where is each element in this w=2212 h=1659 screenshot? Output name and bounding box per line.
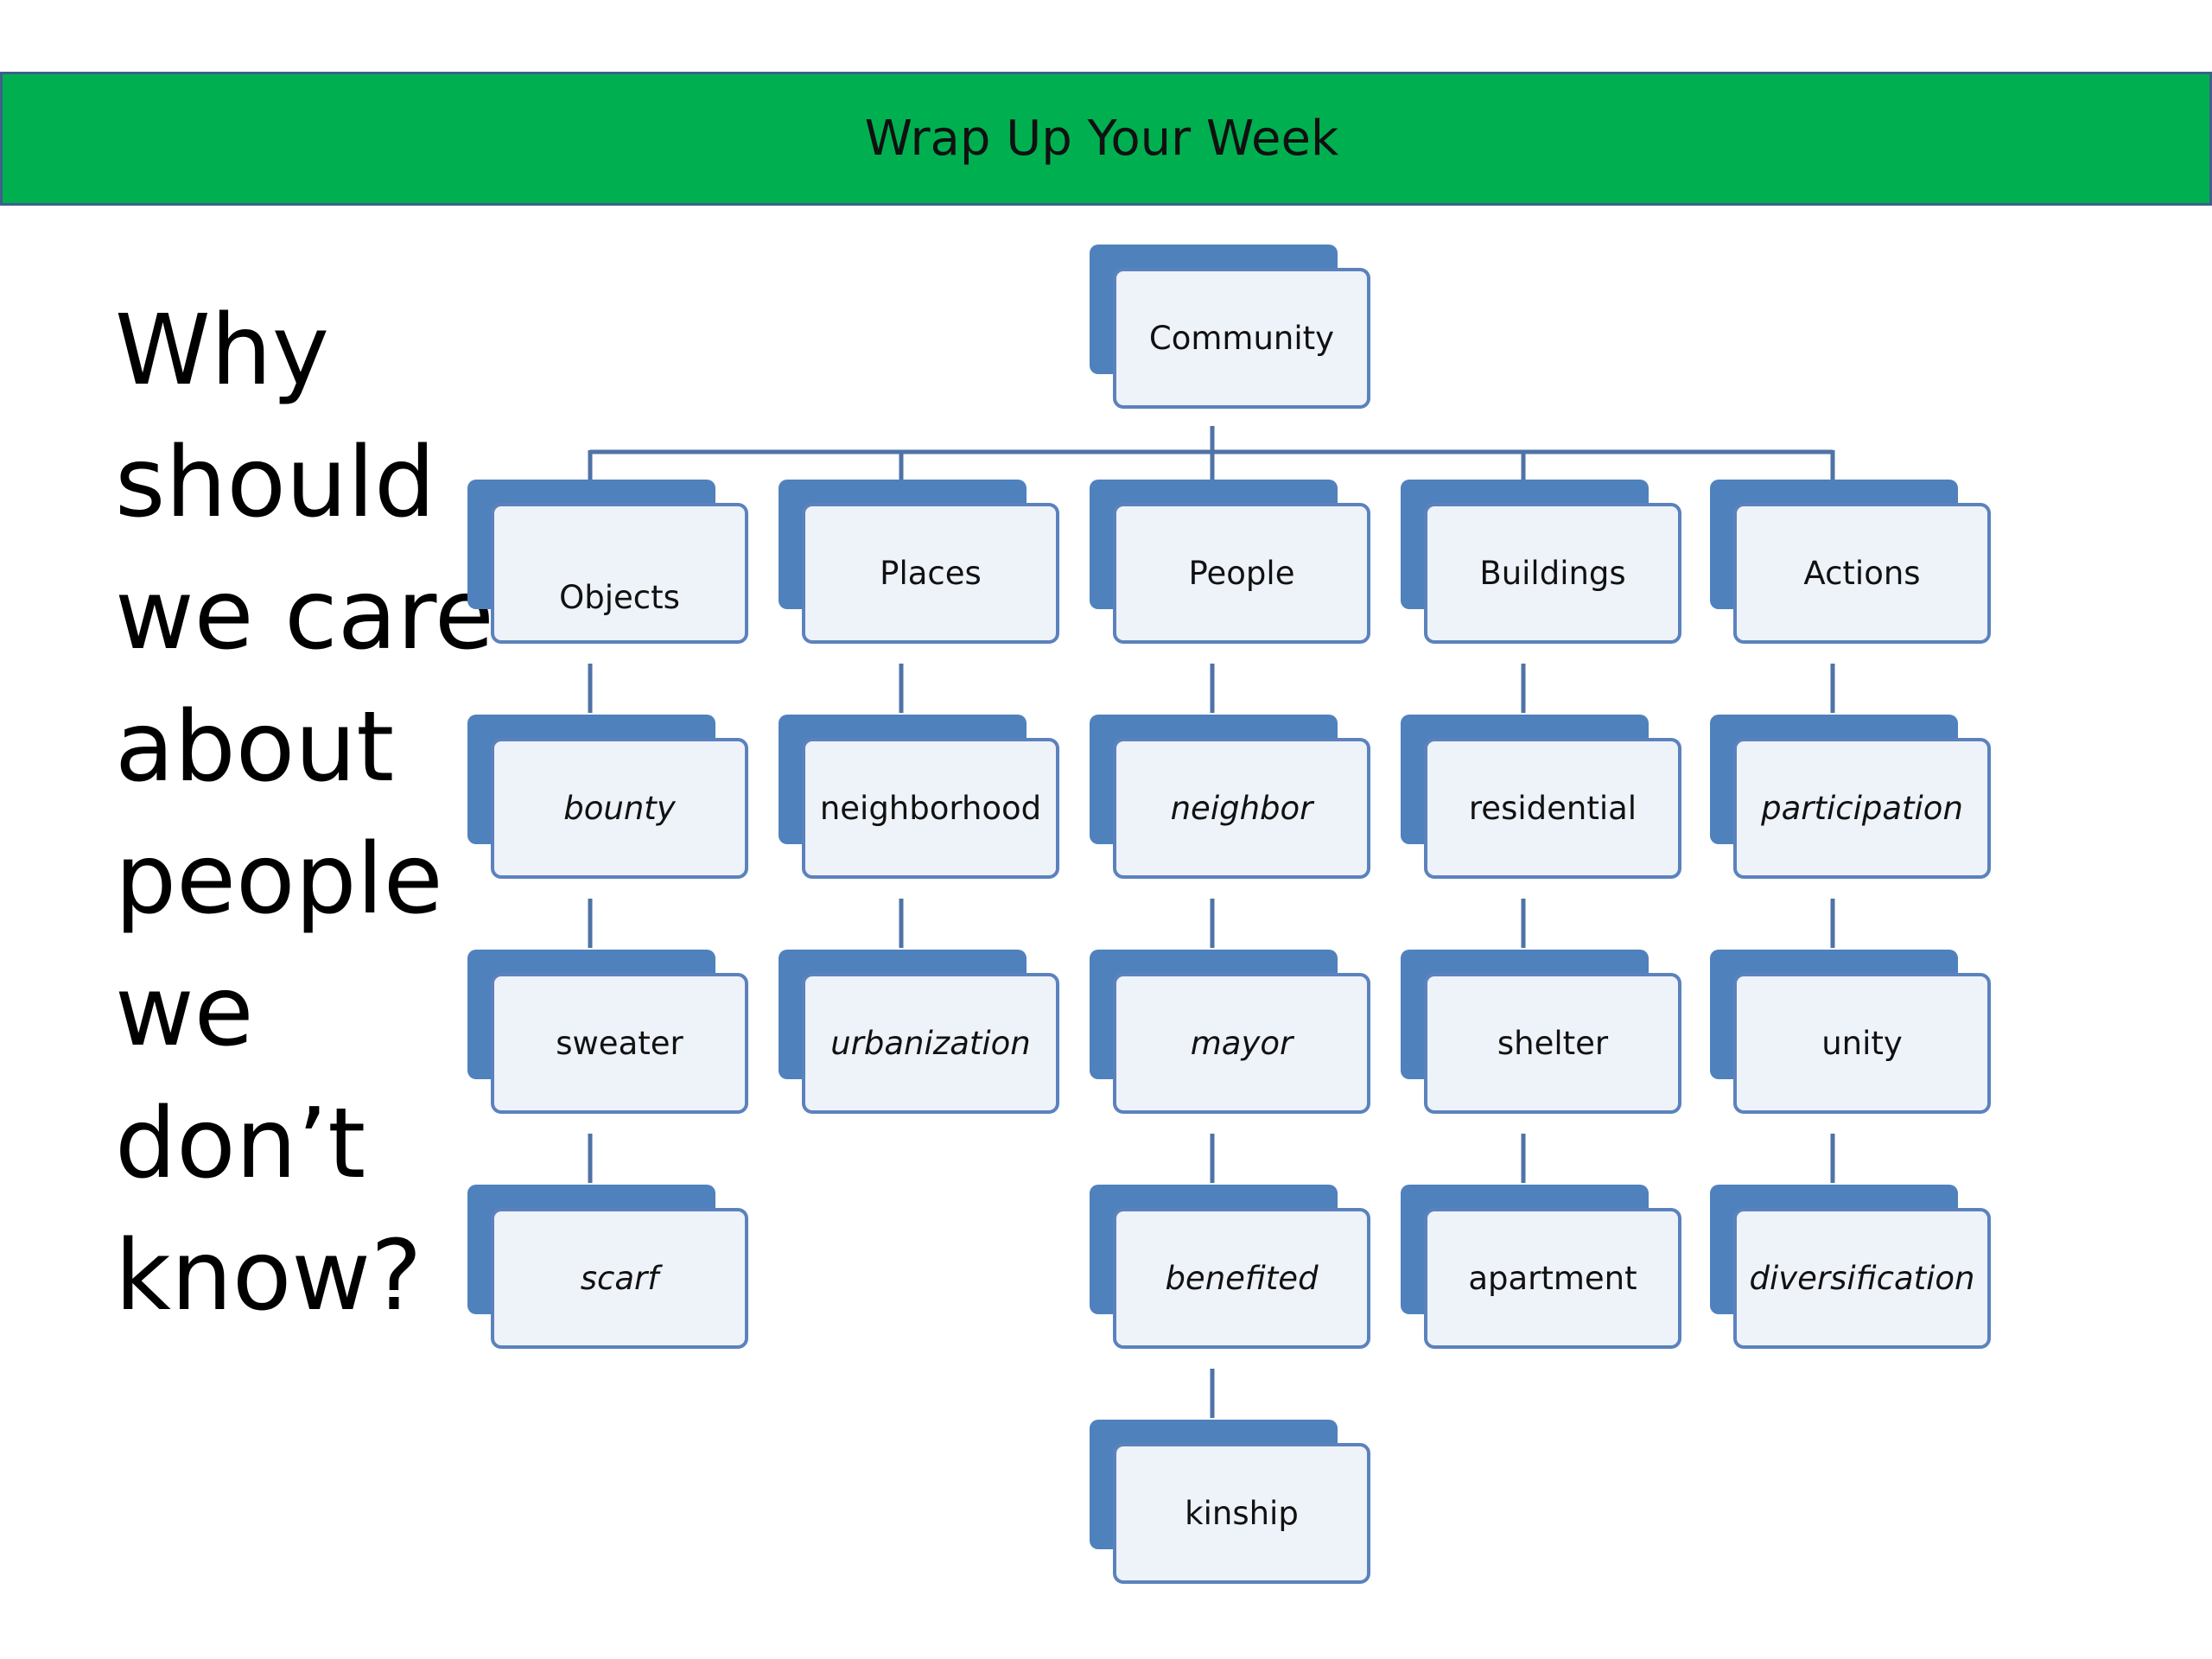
node-box: sweater bbox=[491, 973, 748, 1114]
node-box: kinship bbox=[1113, 1443, 1370, 1584]
node-box: Buildings bbox=[1424, 503, 1681, 644]
node-item: unity bbox=[1710, 950, 1991, 1114]
node-item: scarf bbox=[467, 1185, 748, 1349]
question-line: don’t bbox=[115, 1088, 366, 1200]
title-banner: Wrap Up Your Week bbox=[0, 72, 2212, 206]
node-label: participation bbox=[1761, 790, 1963, 827]
question-line: know? bbox=[115, 1220, 423, 1332]
question-line: about bbox=[115, 691, 395, 804]
node-item: sweater bbox=[467, 950, 748, 1114]
node-box: benefited bbox=[1113, 1208, 1370, 1349]
node-box: scarf bbox=[491, 1208, 748, 1349]
node-box: mayor bbox=[1113, 973, 1370, 1114]
node-box: shelter bbox=[1424, 973, 1681, 1114]
node-category: Actions bbox=[1710, 480, 1991, 644]
node-category: Buildings bbox=[1401, 480, 1681, 644]
node-category: People bbox=[1090, 480, 1370, 644]
node-label: scarf bbox=[580, 1260, 659, 1297]
node-item: urbanization bbox=[779, 950, 1059, 1114]
node-label: unity bbox=[1821, 1025, 1903, 1062]
node-label: benefited bbox=[1165, 1260, 1319, 1297]
node-item: benefited bbox=[1090, 1185, 1370, 1349]
question-line: Why bbox=[115, 295, 330, 407]
node-box: Actions bbox=[1733, 503, 1991, 644]
node-label: mayor bbox=[1190, 1025, 1294, 1062]
node-item: diversification bbox=[1710, 1185, 1991, 1349]
node-item: neighbor bbox=[1090, 715, 1370, 879]
node-label: People bbox=[1188, 555, 1295, 592]
node-item: apartment bbox=[1401, 1185, 1681, 1349]
node-box: urbanization bbox=[802, 973, 1059, 1114]
banner-title: Wrap Up Your Week bbox=[864, 111, 1339, 167]
node-label: Buildings bbox=[1479, 555, 1626, 592]
question-line: should bbox=[115, 427, 436, 539]
node-label: neighborhood bbox=[819, 790, 1042, 827]
question-text: Why should we care about people we don’t… bbox=[115, 285, 494, 1343]
node-box: Objects bbox=[491, 503, 748, 644]
node-label: Places bbox=[880, 555, 982, 592]
node-box: neighborhood bbox=[802, 738, 1059, 879]
node-box: apartment bbox=[1424, 1208, 1681, 1349]
node-item: kinship bbox=[1090, 1420, 1370, 1584]
node-box: Places bbox=[802, 503, 1059, 644]
question-line: we bbox=[115, 956, 254, 1068]
node-box: unity bbox=[1733, 973, 1991, 1114]
question-line: we care bbox=[115, 559, 494, 671]
node-label: kinship bbox=[1185, 1495, 1299, 1532]
node-box: bounty bbox=[491, 738, 748, 879]
node-label: Actions bbox=[1803, 555, 1921, 592]
node-item: neighborhood bbox=[779, 715, 1059, 879]
node-box: participation bbox=[1733, 738, 1991, 879]
node-item: mayor bbox=[1090, 950, 1370, 1114]
question-line: people bbox=[115, 823, 443, 936]
node-label: urbanization bbox=[830, 1025, 1031, 1062]
node-item: bounty bbox=[467, 715, 748, 879]
node-label: neighbor bbox=[1170, 790, 1313, 827]
node-box: Community bbox=[1113, 268, 1370, 409]
node-item: residential bbox=[1401, 715, 1681, 879]
node-box: residential bbox=[1424, 738, 1681, 879]
node-label: Community bbox=[1148, 320, 1335, 357]
node-root: Community bbox=[1090, 245, 1370, 409]
node-label: Objects bbox=[559, 579, 680, 616]
node-label: sweater bbox=[556, 1025, 683, 1062]
node-category: Objects bbox=[467, 480, 748, 644]
node-label: residential bbox=[1468, 790, 1637, 827]
node-category: Places bbox=[779, 480, 1059, 644]
node-box: People bbox=[1113, 503, 1370, 644]
node-item: participation bbox=[1710, 715, 1991, 879]
node-label: shelter bbox=[1497, 1025, 1609, 1062]
node-label: apartment bbox=[1468, 1260, 1637, 1297]
node-item: shelter bbox=[1401, 950, 1681, 1114]
node-box: neighbor bbox=[1113, 738, 1370, 879]
node-label: bounty bbox=[563, 790, 676, 827]
node-label: diversification bbox=[1749, 1260, 1975, 1297]
node-box: diversification bbox=[1733, 1208, 1991, 1349]
